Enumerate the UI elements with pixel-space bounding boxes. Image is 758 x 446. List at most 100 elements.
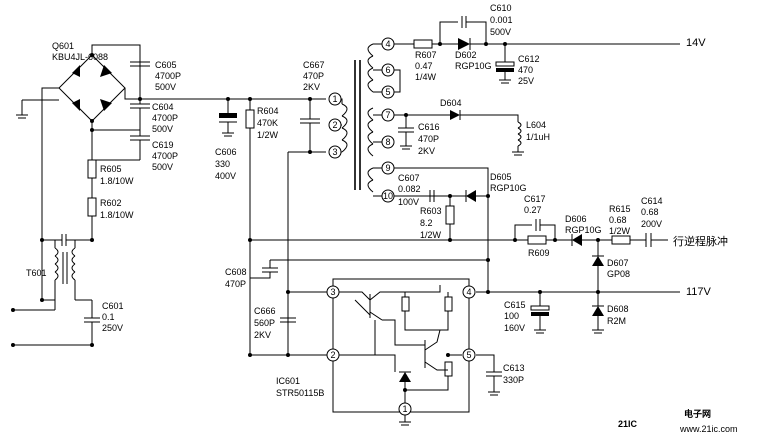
tpin-6: 6 [385,65,390,75]
watermark-cn: 电子网 [684,408,711,419]
r615-val: 0.68 [609,215,627,225]
line-filter: T601 C601 0.1 250V [11,234,124,347]
tpin-8: 8 [385,137,390,147]
c667: C667 470P 2KV [300,60,325,152]
tpin-5: 5 [385,87,390,97]
c613: C613 330P [486,363,525,396]
c616-ref: C616 [418,122,440,132]
c613-ref: C613 [503,363,525,373]
flyback-pulse-label: 行逆程脉冲 [673,234,728,248]
c667-val: 470P [303,71,324,81]
resistors-left: R605 1.8/10W R602 1.8/10W [87,159,134,240]
r604-ref: R604 [257,106,279,116]
c619-ref: C619 [152,140,174,150]
tpin-4: 4 [385,39,390,49]
ic-pin-3: 3 [330,287,335,297]
d607-part: GP08 [607,269,630,279]
capacitor-stack-left: C605 4700P 500V C604 4700P 500V C619 470… [92,45,181,172]
c607-ref: C607 [398,173,420,183]
t601-label: T601 [26,268,47,278]
r607-val: 0.47 [415,61,433,71]
flyback-transformer [336,43,382,197]
c619-volt: 500V [152,162,173,172]
r607-ref: R607 [415,50,437,60]
c612-volt: 25V [518,76,534,86]
c614-val: 0.68 [641,207,659,217]
c610-ref: C610 [490,3,512,13]
r605-ref: R605 [100,164,122,174]
c666-val: 560P [254,318,275,328]
c608-c666: C608 470P C666 560P 2KV [225,267,296,355]
c617-val: 0.27 [524,205,542,215]
ic-pin-2: 2 [330,350,335,360]
r607-power: 1/4W [415,72,437,82]
c614-volt: 200V [641,219,662,229]
c607-volt: 100V [398,197,419,207]
r604: R604 470K 1/2W [245,99,279,355]
c601-val: 0.1 [102,312,115,322]
c606: C606 330 400V [215,97,237,181]
d606-part: RGP10G [565,225,602,235]
c605-volt: 500V [155,82,176,92]
output-117v-rectifier: C607 0.082 100V R603 8.2 1/2W D605 RGP10… [250,167,527,292]
r609-label: R609 [528,248,550,258]
watermark-url: www.21ic.com [679,424,738,434]
c615-val: 100 [504,311,519,321]
d606-ref: D606 [565,214,587,224]
c667-ref: C667 [303,60,325,70]
r602-val: 1.8/10W [100,210,134,220]
c605-ref: C605 [155,60,177,70]
d602-part: RGP10G [455,61,492,71]
c613-val: 330P [503,375,524,385]
watermark-brand: 21IC [618,419,638,429]
ic-pin-1: 1 [402,404,407,414]
ic-ref: IC601 [276,376,300,386]
d605-ref: D605 [490,172,512,182]
c604-val: 4700P [152,113,178,123]
c616-volt: 2KV [418,146,435,156]
c608-val: 470P [225,279,246,289]
c616-val: 470P [418,134,439,144]
d602-ref: D602 [455,50,477,60]
c614-ref: C614 [641,196,663,206]
c667-volt: 2KV [303,82,320,92]
tpin-2: 2 [332,120,337,130]
r603-power: 1/2W [420,230,442,240]
tpin-7: 7 [385,110,390,120]
ic-part: STR50115B [276,388,324,398]
ic601: 3 2 4 5 1 [250,278,495,426]
output-117v: C615 100 160V D608 R2M 117V [478,286,712,334]
c606-ref: C606 [215,147,237,157]
r615-ref: R615 [609,204,631,214]
ic-pin-4: 4 [466,287,471,297]
c612-ref: C612 [518,54,540,64]
c601-ref: C601 [102,301,124,311]
r603-ref: R603 [420,206,442,216]
c617-ref: C617 [524,194,546,204]
c615-ref: C615 [504,300,526,310]
c666-volt: 2KV [254,330,271,340]
d604-section: D604 L604 1/1uH C616 470P 2KV [394,98,550,156]
c619-val: 4700P [152,151,178,161]
watermark-logo: 21IC 电子网 www.21ic.com [618,408,738,434]
label-117v: 117V [686,286,712,298]
bridge-part: KBU4JL-6088 [52,52,108,62]
transformer-secondary-pins: 4 6 5 7 8 9 10 [381,37,395,203]
c608-ref: C608 [225,267,247,277]
transformer-primary-pins: 1 2 3 [328,92,342,159]
l604-val: 1/1uH [526,132,550,142]
r603-val: 8.2 [420,218,433,228]
label-14v: 14V [686,37,706,49]
c610-val: 0.001 [490,15,513,25]
tpin-9: 9 [385,163,390,173]
c615-volt: 160V [504,323,525,333]
tpin-1: 1 [332,94,337,104]
c601-volt: 250V [102,323,123,333]
r604-val: 470K [257,118,278,128]
c607-val: 0.082 [398,184,421,194]
c606-val: 330 [215,159,230,169]
c605-val: 4700P [155,71,181,81]
r602-ref: R602 [100,198,122,208]
c612-val: 470 [518,65,533,75]
